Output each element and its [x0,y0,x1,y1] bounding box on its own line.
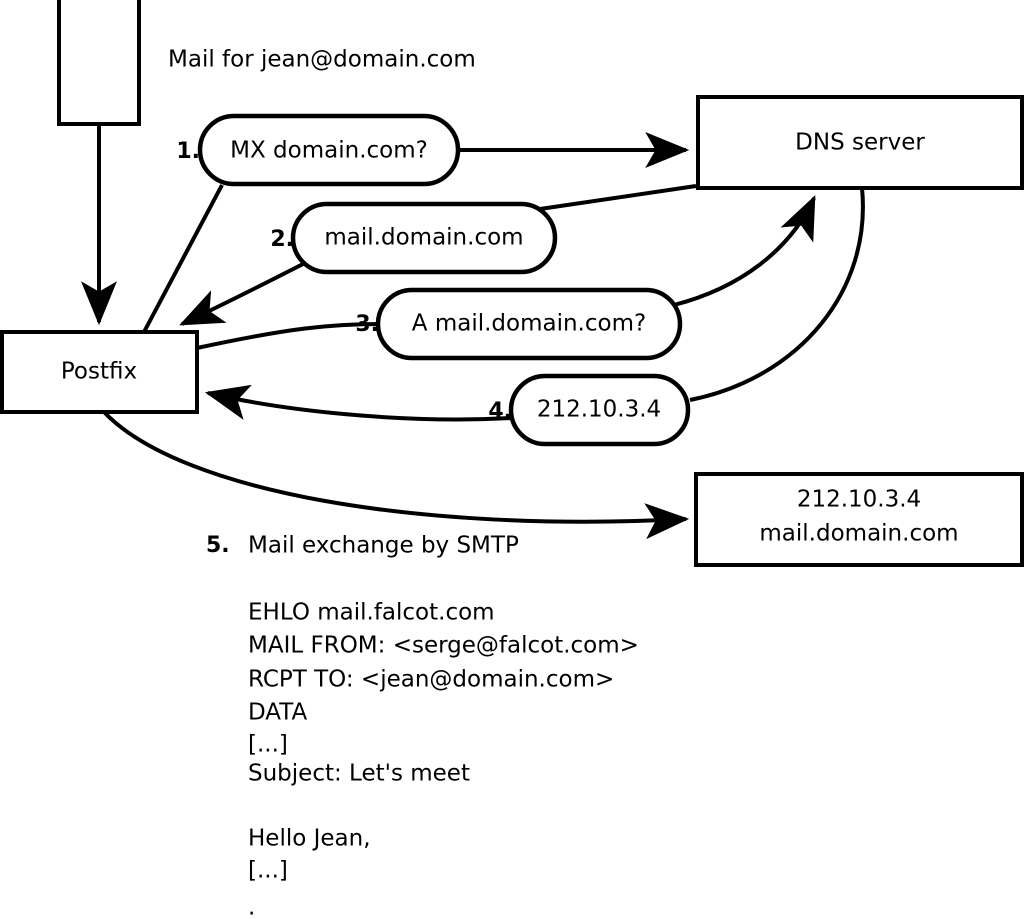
transcript-line: MAIL FROM: <serge@falcot.com> [248,633,639,659]
transcript-line: DATA [248,700,308,726]
step-3-label: A mail.domain.com? [412,311,646,337]
edge-bubble2-to-postfix [179,262,304,326]
node-postfix[interactable] [0,330,199,414]
transcript-line: . [248,895,255,919]
bubble-step-1[interactable] [197,113,461,187]
node-target-server-host: mail.domain.com [759,521,958,547]
step-5-label: Mail exchange by SMTP [248,533,519,559]
node-target-server-ip: 212.10.3.4 [797,487,921,513]
step-4-number: 4. [488,399,512,424]
transcript-line: [...] [248,732,288,758]
node-sender[interactable] [57,0,141,126]
edge-dns-to-bubble2 [539,184,697,211]
transcript-line: Subject: Let's meet [248,761,470,787]
step-3-number: 3. [355,312,379,337]
transcript-line: [...] [248,858,288,884]
transcript-line: RCPT TO: <jean@domain.com> [248,667,614,693]
edge-postfix-to-bubble1 [142,184,224,333]
transcript-line: Hello Jean, [248,826,371,852]
bubble-step-2[interactable] [290,201,558,275]
mail-for-note: Mail for jean@domain.com [168,47,476,73]
edge-dns-to-bubble4 [689,187,865,402]
step-2-number: 2. [270,227,294,252]
step-1-number: 1. [176,139,200,164]
node-target-server[interactable] [694,472,1024,567]
edge-postfix-to-target [102,410,690,540]
step-4-label: 212.10.3.4 [537,397,661,423]
step-1-label: MX domain.com? [230,138,428,164]
edge-bubble4-to-postfix [204,384,513,422]
edge-bubble3-to-dns [673,195,816,307]
node-postfix-label: Postfix [61,359,137,385]
step-2-label: mail.domain.com [324,225,523,251]
node-dns-server[interactable] [696,95,1024,190]
bubble-step-3[interactable] [375,287,683,361]
smtp-transcript: EHLO mail.falcot.com MAIL FROM: <serge@f… [248,600,639,919]
node-dns-server-label: DNS server [795,130,925,156]
bubble-step-4[interactable] [508,373,691,447]
step-5-number: 5. [206,533,230,558]
edge-postfix-to-bubble3 [196,322,384,350]
transcript-line: EHLO mail.falcot.com [248,600,495,626]
